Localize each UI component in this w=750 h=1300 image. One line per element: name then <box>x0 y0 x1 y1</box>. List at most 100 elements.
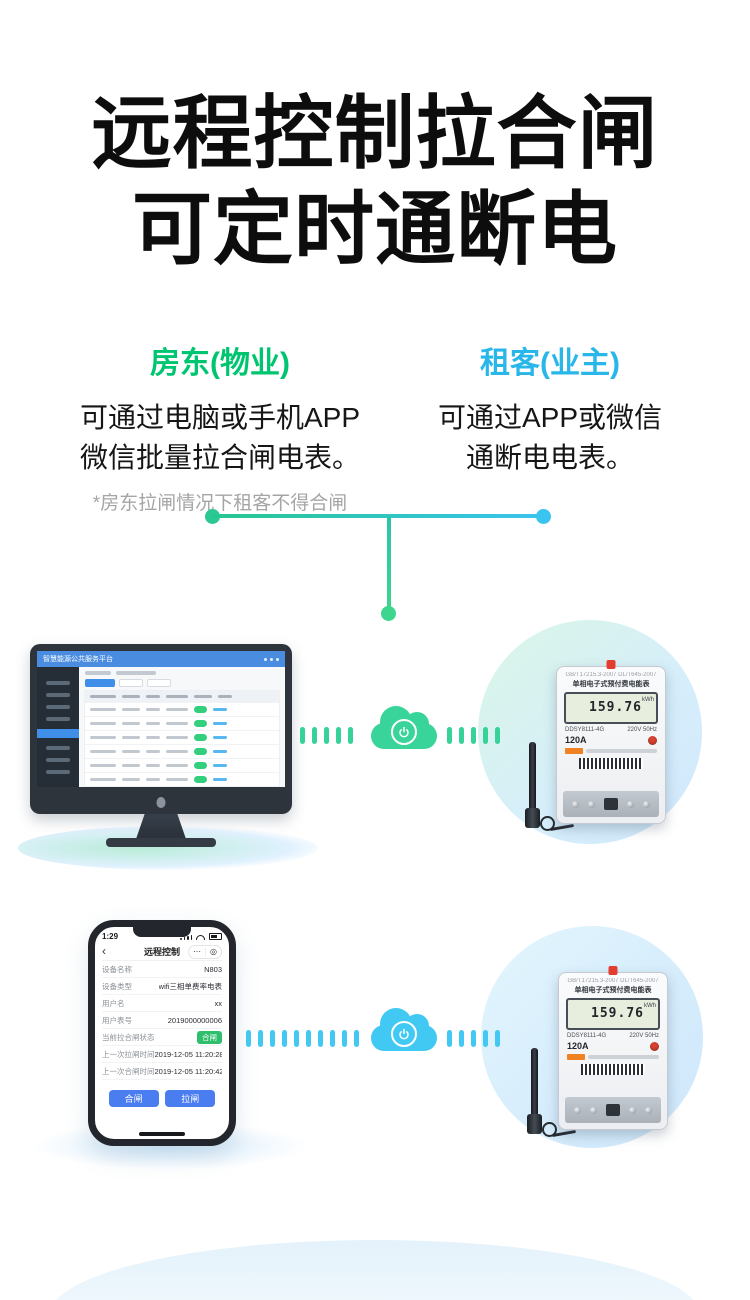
antenna-cable-coil <box>540 816 555 831</box>
sidebar-item-active[interactable] <box>37 729 79 738</box>
secondary-action-button[interactable] <box>119 679 143 687</box>
meter-amp-row: 120A <box>565 1041 661 1051</box>
meter-unit: kWh <box>644 1003 656 1009</box>
terminal-port <box>606 1104 620 1116</box>
action-link-bar[interactable] <box>213 764 227 767</box>
connector-horizontal-line <box>212 514 542 518</box>
apple-logo <box>156 797 166 808</box>
platform-title: 智慧能源公共服务平台 <box>43 656 113 663</box>
cell-bar <box>122 764 140 767</box>
primary-action-button[interactable] <box>85 679 115 687</box>
cell-bar <box>166 736 188 739</box>
sidebar-item-bar[interactable] <box>46 746 70 750</box>
cell-bar <box>122 750 140 753</box>
battery-icon <box>209 932 222 940</box>
meter-spec-row: DDSY8111-4G 220V 50Hz <box>565 1033 661 1039</box>
table-row <box>85 744 279 758</box>
signal-dash <box>312 727 317 744</box>
status-bar: 1:29 <box>102 930 222 942</box>
form-row: 当前拉合闸状态 合闸 <box>102 1029 222 1046</box>
meter-voltage: 220V 50Hz <box>627 727 657 733</box>
secondary-action-button[interactable] <box>147 679 171 687</box>
meter-led <box>608 966 618 975</box>
platform-sidebar <box>37 667 79 787</box>
sidebar-item-bar[interactable] <box>46 758 70 762</box>
toggle-switch[interactable] <box>194 734 207 741</box>
computer-screen: 智慧能源公共服务平台 <box>30 644 292 814</box>
screw-icon <box>643 800 650 808</box>
signal-dash <box>324 727 329 744</box>
meter-current: 120A <box>565 735 587 745</box>
phone-notch <box>133 927 191 937</box>
meter-button[interactable] <box>648 735 657 745</box>
sidebar-item-bar[interactable] <box>46 693 70 697</box>
toggle-switch[interactable] <box>194 776 207 783</box>
meter-button[interactable] <box>650 1041 659 1051</box>
cell-bar <box>122 708 140 711</box>
close-switch-button[interactable]: 合闸 <box>108 1090 159 1107</box>
signal-dashes-left-1 <box>300 727 353 744</box>
sidebar-item-bar[interactable] <box>46 681 70 685</box>
cell-bar <box>122 722 140 725</box>
meter-model: DDSY8111-4G <box>567 1033 607 1039</box>
meter-lcd-display: 159.76 kWh <box>566 998 660 1030</box>
action-link-bar[interactable] <box>213 736 227 739</box>
landlord-column: 房东(物业) 可通过电脑或手机APP 微信批量拉合闸电表。 *房东拉闸情况下租客… <box>40 338 400 515</box>
field-value: 2019000000006 <box>167 1015 222 1025</box>
brand-logo <box>567 1054 585 1060</box>
signal-dash <box>336 727 341 744</box>
field-label: 当前拉合闸状态 <box>102 1032 155 1042</box>
brand-logo <box>565 748 583 754</box>
action-link-bar[interactable] <box>213 778 227 781</box>
signal-dash <box>483 1030 488 1047</box>
cell-bar <box>122 736 140 739</box>
target-icon[interactable]: ◎ <box>210 947 217 956</box>
form-row: 用户名 xx <box>102 995 222 1012</box>
cell-bar <box>90 750 116 753</box>
field-value: 2019-12-05 11:20:28 <box>154 1049 223 1059</box>
meter-unit: kWh <box>642 697 654 703</box>
action-link-bar[interactable] <box>213 750 227 753</box>
back-icon[interactable]: ‹ <box>102 944 106 958</box>
action-link-bar[interactable] <box>213 708 227 711</box>
toggle-switch[interactable] <box>194 720 207 727</box>
sidebar-item-bar[interactable] <box>46 705 70 709</box>
more-icon[interactable]: ⋯ <box>193 947 201 956</box>
landlord-line-1: 可通过电脑或手机APP <box>79 402 361 433</box>
platform-toolbar <box>79 677 285 690</box>
sidebar-item-bar[interactable] <box>46 717 70 721</box>
barcode <box>579 758 643 769</box>
sidebar-item-bar[interactable] <box>46 770 70 774</box>
home-indicator <box>139 1132 185 1136</box>
antenna-base <box>527 1114 542 1134</box>
cell-bar <box>90 778 116 781</box>
screw-icon <box>629 1106 636 1114</box>
field-value: N803 <box>204 964 222 974</box>
antenna-base <box>525 808 540 828</box>
wifi-icon <box>196 934 205 940</box>
mini-program-capsule[interactable]: ⋯ ◎ <box>188 945 222 959</box>
status-badge: 合闸 <box>197 1030 222 1044</box>
form-row: 用户表号 2019000000006 <box>102 1012 222 1029</box>
action-link-bar[interactable] <box>213 722 227 725</box>
toggle-switch[interactable] <box>194 762 207 769</box>
signal-dashes-right-2 <box>447 1030 500 1047</box>
signal-dash <box>447 1030 452 1047</box>
connector-vertical-line <box>387 516 391 610</box>
cell-bar <box>166 764 188 767</box>
landlord-note: *房东拉闸情况下租客不得合闸 <box>92 493 348 514</box>
connector-dot-bottom <box>381 606 396 621</box>
meter-brand-row <box>563 748 659 754</box>
table-row <box>85 716 279 730</box>
toggle-switch[interactable] <box>194 748 207 755</box>
meter-standard-text: GB/T17215.3-2007 DL/T645-2007 <box>567 978 659 984</box>
screw-icon <box>572 800 579 808</box>
form-row: 上一次拉闸时间 2019-12-05 11:20:28 <box>102 1046 222 1063</box>
table-row <box>85 772 279 786</box>
cell-bar <box>146 750 160 753</box>
signal-icon <box>180 937 182 940</box>
toggle-switch[interactable] <box>194 706 207 713</box>
open-switch-button[interactable]: 拉闸 <box>165 1090 216 1107</box>
capsule-divider <box>205 948 206 956</box>
tenant-heading: 租客(业主) <box>480 347 620 380</box>
